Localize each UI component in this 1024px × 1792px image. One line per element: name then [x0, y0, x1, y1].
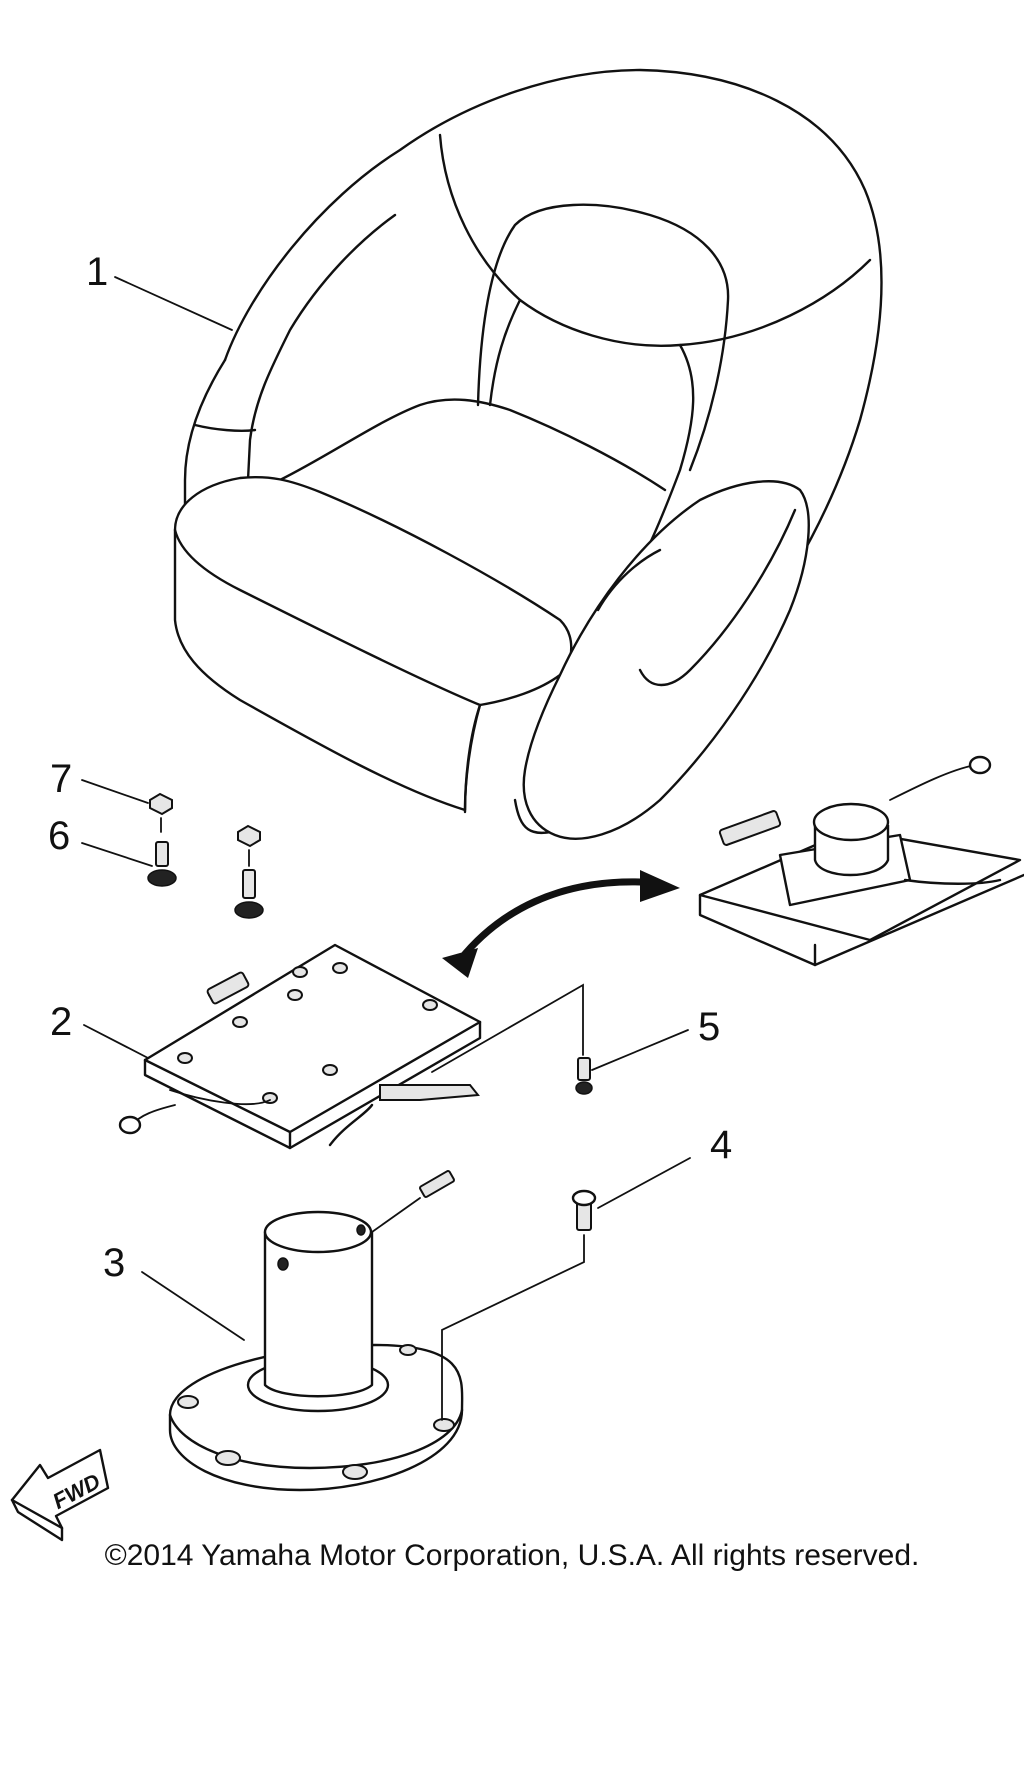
callout-5-leader — [591, 1029, 689, 1071]
bolt-5 — [431, 983, 593, 1095]
bolt-4 — [441, 1189, 597, 1421]
swivel-mechanism-detail — [698, 755, 1024, 967]
nut-7 — [149, 792, 173, 816]
base-mounting-holes — [177, 1344, 455, 1480]
bolt-and-nut-set — [147, 792, 264, 919]
callout-5-label: 5 — [698, 1005, 720, 1049]
fwd-arrow-icon: FWD — [10, 1448, 110, 1542]
set-screw — [371, 1170, 455, 1233]
pedestal-base — [168, 1210, 464, 1492]
callout-7-label: 7 — [50, 757, 72, 801]
callout-7-leader — [81, 779, 149, 804]
callout-3-leader — [141, 1271, 245, 1341]
callout-6-leader — [81, 842, 153, 867]
callout-2-leader — [83, 1024, 149, 1059]
copyright-notice: ©2014 Yamaha Motor Corporation, U.S.A. A… — [104, 1539, 920, 1572]
callout-4-leader — [597, 1157, 691, 1209]
callout-1-leader — [114, 276, 233, 331]
callout-6-label: 6 — [48, 814, 70, 858]
bolt-6-shank — [155, 841, 169, 867]
swap-arrow — [442, 870, 680, 978]
bolt-6-head — [147, 869, 177, 887]
callout-4-label: 4 — [710, 1123, 732, 1167]
callout-3-label: 3 — [103, 1241, 125, 1285]
callout-1-label: 1 — [86, 250, 108, 294]
swivel-plate — [118, 943, 482, 1150]
plate-holes — [177, 962, 438, 1104]
seat-assembly — [173, 68, 883, 840]
callout-2-label: 2 — [50, 1000, 72, 1044]
